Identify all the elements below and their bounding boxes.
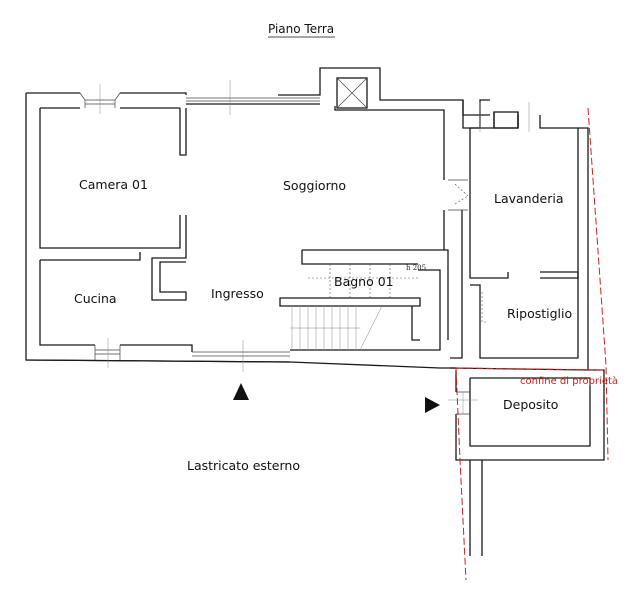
room-label-ripostiglio: Ripostiglio (507, 306, 572, 321)
property-line-label: confine di proprietà (520, 375, 618, 387)
annex-walls (448, 100, 589, 371)
staircase (290, 264, 418, 351)
room-label-bagno: Bagno 01 (334, 274, 394, 289)
room-label-lavanderia: Lavanderia (494, 191, 564, 206)
entrance-up-arrow-icon (233, 383, 249, 400)
chimney (336, 77, 368, 109)
room-label-deposito: Deposito (503, 397, 558, 412)
height-note: h 205 (406, 264, 426, 272)
plan-title: Piano Terra (268, 22, 335, 38)
plan-title-text: Piano Terra (268, 22, 334, 36)
room-label-camera: Camera 01 (79, 177, 148, 192)
main-house-walls (25, 67, 490, 372)
property-line (455, 107, 609, 581)
room-label-soggiorno: Soggiorno (283, 178, 346, 193)
room-label-cucina: Cucina (74, 291, 117, 306)
exterior-label: Lastricato esterno (187, 458, 300, 473)
entrance-right-arrow-icon (425, 397, 440, 413)
room-label-ingresso: Ingresso (211, 286, 264, 301)
